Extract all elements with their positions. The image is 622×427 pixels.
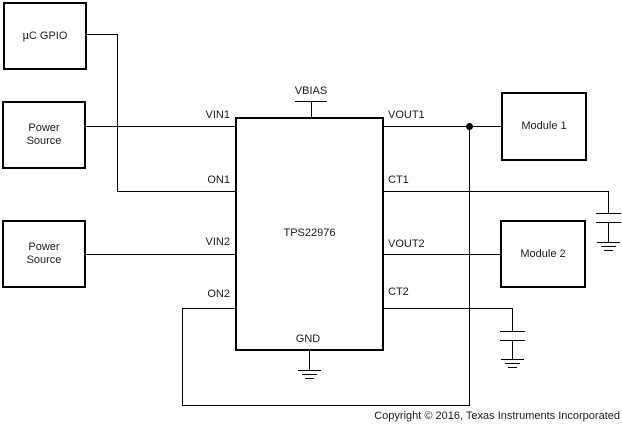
ct1-ground-bar-3 [604,250,613,251]
pin-label-on2: ON2 [207,288,230,300]
ct2-cap-lead-bottom [512,341,513,359]
pin-label-vin2: VIN2 [205,236,230,248]
ct1-cap-lead-bottom [608,223,609,242]
wire-vout2 [384,254,500,255]
gnd-ground-bar-3 [305,378,314,379]
pin-label-vbias: VBIAS [294,85,328,97]
pin-label-ct2: CT2 [388,286,409,298]
block-module-2: Module 2 [500,220,586,288]
wire-gpio-to-on1 [117,34,118,192]
wire-ct1 [384,191,608,192]
wire-bottom-return [182,405,470,406]
pin-label-vout2: VOUT2 [388,238,425,250]
ic-tps22976 [235,117,384,351]
block-module-1: Module 1 [501,92,587,161]
gnd-pin-stub [309,351,310,370]
wire-on2-down [182,308,183,406]
ct2-cap-lead-top [512,308,513,331]
wire-gpio-out [87,34,118,35]
pin-label-vin1: VIN1 [205,109,230,121]
copyright-notice: Copyright © 2016, Texas Instruments Inco… [374,410,620,422]
ct1-cap-lead-top [608,191,609,213]
block-power-source-2-label: Power Source [26,241,62,266]
pin-label-vout1: VOUT1 [388,109,425,121]
wire-ct2 [384,308,512,309]
gnd-ground-bar-1 [298,370,321,371]
pin-label-gnd: GND [295,333,321,345]
wire-on2-stub [182,308,235,309]
ic-name-label: TPS22976 [283,227,336,239]
block-module-1-label: Module 1 [521,120,567,132]
wire-vout1 [384,126,501,127]
block-power-source-1-label: Power Source [26,122,62,147]
ct2-ground-bar-1 [501,359,524,360]
block-power-source-2: Power Source [2,220,86,288]
ct2-ground-bar-2 [505,363,520,364]
pin-label-on1: ON1 [207,174,230,186]
vbias-pin-stub [311,101,312,117]
gnd-ground-bar-2 [302,374,317,375]
block-power-source-1: Power Source [2,101,86,169]
ct2-cap-plate-bottom [500,340,525,341]
ct1-cap-plate-bottom [596,222,621,223]
block-mcu-gpio-label: µC GPIO [22,29,68,42]
wire-feedback-up [469,126,470,406]
block-mcu-gpio: µC GPIO [3,2,87,70]
ct1-ground-bar-1 [597,242,620,243]
pin-label-ct1: CT1 [388,174,409,186]
wire-vin1 [86,126,235,127]
block-module-2-label: Module 2 [520,247,566,260]
wire-on1 [117,191,235,192]
ct2-cap-plate-top [500,331,525,332]
junction-dot-vout1 [466,123,473,130]
wire-vin2 [86,254,235,255]
ct1-ground-bar-2 [601,246,616,247]
ct1-cap-plate-top [596,213,621,214]
ct2-ground-bar-3 [508,367,517,368]
